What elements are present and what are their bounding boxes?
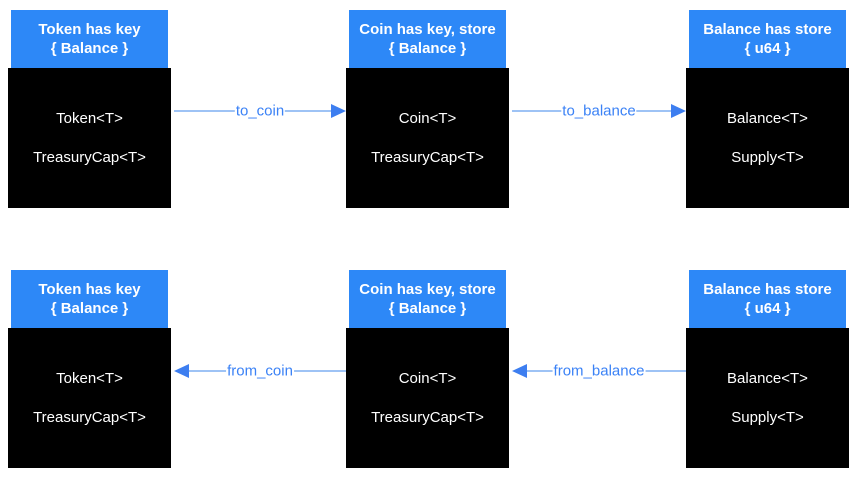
header-line2: { Balance } bbox=[388, 300, 467, 317]
header-line2: { Balance } bbox=[50, 40, 129, 57]
box-token-row2: Token has key { Balance } Token<T> Treas… bbox=[8, 270, 171, 468]
box-token-row2-body: Token<T> TreasuryCap<T> bbox=[8, 328, 171, 468]
struct-item: TreasuryCap<T> bbox=[33, 409, 146, 426]
box-token-row1-body: Token<T> TreasuryCap<T> bbox=[8, 68, 171, 208]
header-line2: { Balance } bbox=[50, 300, 129, 317]
header-line1: Token has key bbox=[38, 281, 141, 298]
header-line1: Coin has key, store bbox=[359, 21, 496, 38]
struct-item: TreasuryCap<T> bbox=[371, 149, 484, 166]
header-line2: { Balance } bbox=[388, 40, 467, 57]
box-balance-row2: Balance has store { u64 } Balance<T> Sup… bbox=[686, 270, 849, 468]
struct-item: Balance<T> bbox=[727, 110, 808, 127]
struct-item: Token<T> bbox=[56, 110, 123, 127]
header-line1: Coin has key, store bbox=[359, 281, 496, 298]
arrow-label-from-coin: from_coin bbox=[226, 362, 294, 380]
box-balance-row1: Balance has store { u64 } Balance<T> Sup… bbox=[686, 10, 849, 208]
struct-item: TreasuryCap<T> bbox=[371, 409, 484, 426]
struct-item: TreasuryCap<T> bbox=[33, 149, 146, 166]
box-token-row1-header: Token has key { Balance } bbox=[11, 10, 168, 68]
arrowhead-left-icon bbox=[174, 364, 189, 378]
header-line1: Token has key bbox=[38, 21, 141, 38]
struct-item: Supply<T> bbox=[731, 149, 804, 166]
struct-item: Supply<T> bbox=[731, 409, 804, 426]
header-line1: Balance has store bbox=[703, 281, 832, 298]
box-coin-row1-header: Coin has key, store { Balance } bbox=[349, 10, 506, 68]
header-line1: Balance has store bbox=[703, 21, 832, 38]
arrow-label-to-balance: to_balance bbox=[561, 102, 637, 120]
arrowhead-right-icon bbox=[671, 104, 686, 118]
struct-item: Coin<T> bbox=[398, 370, 457, 387]
box-coin-row1: Coin has key, store { Balance } Coin<T> … bbox=[346, 10, 509, 208]
box-balance-row2-body: Balance<T> Supply<T> bbox=[686, 328, 849, 468]
box-token-row2-header: Token has key { Balance } bbox=[11, 270, 168, 328]
arrowhead-left-icon bbox=[512, 364, 527, 378]
struct-item: Balance<T> bbox=[727, 370, 808, 387]
arrow-label-from-balance: from_balance bbox=[552, 362, 646, 380]
arrowhead-right-icon bbox=[331, 104, 346, 118]
struct-item: Coin<T> bbox=[398, 110, 457, 127]
box-balance-row1-header: Balance has store { u64 } bbox=[689, 10, 846, 68]
box-coin-row1-body: Coin<T> TreasuryCap<T> bbox=[346, 68, 509, 208]
struct-item: Token<T> bbox=[56, 370, 123, 387]
box-coin-row2-body: Coin<T> TreasuryCap<T> bbox=[346, 328, 509, 468]
box-coin-row2-header: Coin has key, store { Balance } bbox=[349, 270, 506, 328]
box-coin-row2: Coin has key, store { Balance } Coin<T> … bbox=[346, 270, 509, 468]
box-balance-row2-header: Balance has store { u64 } bbox=[689, 270, 846, 328]
arrow-label-to-coin: to_coin bbox=[234, 102, 286, 120]
box-balance-row1-body: Balance<T> Supply<T> bbox=[686, 68, 849, 208]
header-line2: { u64 } bbox=[744, 300, 791, 317]
box-token-row1: Token has key { Balance } Token<T> Treas… bbox=[8, 10, 171, 208]
header-line2: { u64 } bbox=[744, 40, 791, 57]
